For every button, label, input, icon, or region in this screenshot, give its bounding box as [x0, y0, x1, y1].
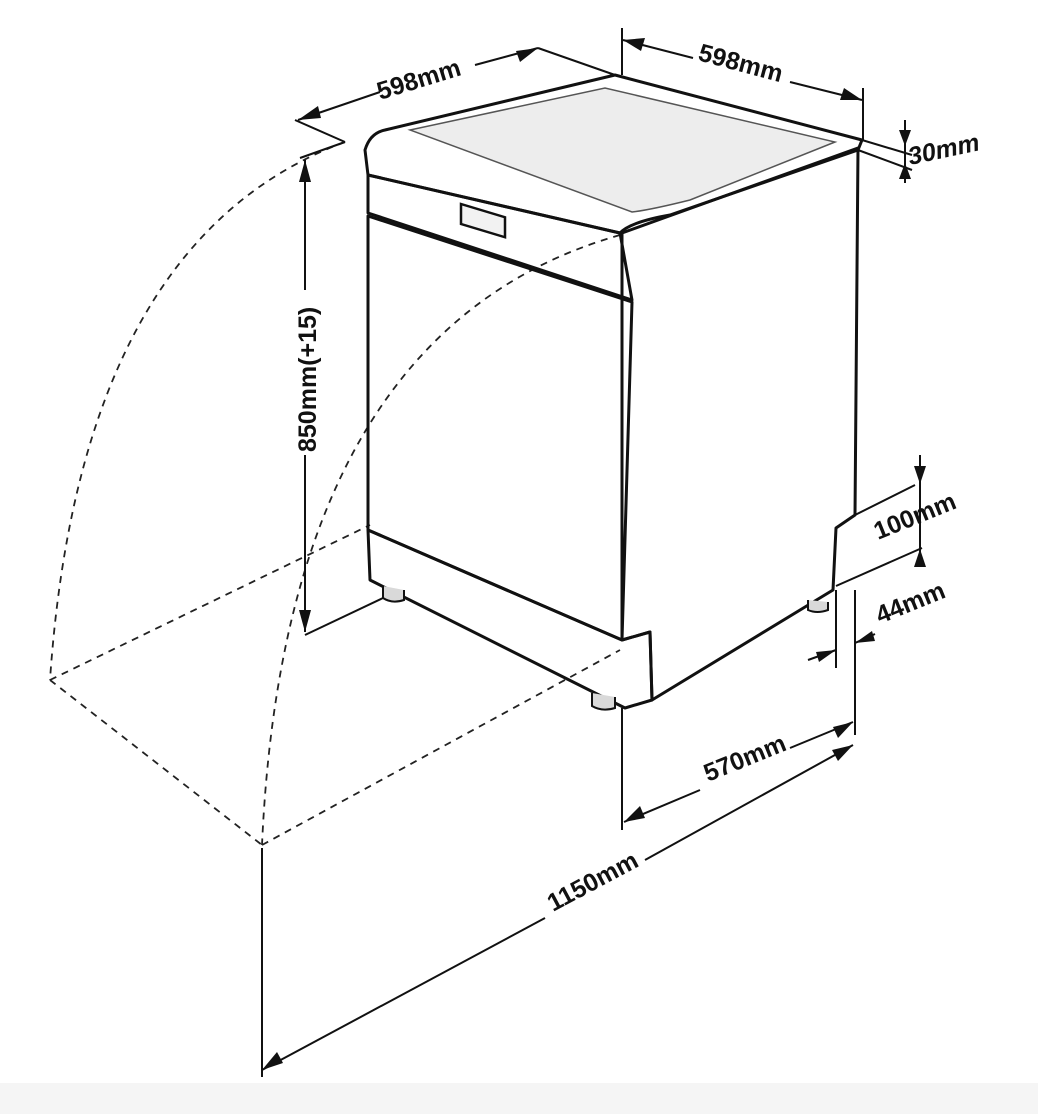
- dishwasher: [363, 73, 864, 711]
- label-plinth-height: 100mm: [870, 487, 960, 545]
- label-worktop-thickness: 30mm: [905, 128, 982, 170]
- front-right-foot: [591, 693, 616, 711]
- control-panel: [366, 173, 634, 302]
- label-top-width: 598mm: [374, 54, 465, 106]
- label-depth: 570mm: [700, 729, 790, 787]
- dishwasher-door: [366, 214, 634, 642]
- dimension-lines: [261, 28, 926, 1077]
- bottom-strip: [0, 1083, 1038, 1114]
- label-plinth-recess: 44mm: [872, 577, 949, 630]
- door-open-outline: [49, 141, 621, 846]
- label-height: 850mm(+15): [294, 307, 322, 452]
- label-depth-door-open: 1150mm: [543, 846, 643, 917]
- label-top-depth: 598mm: [695, 39, 785, 88]
- display-window: [459, 202, 507, 239]
- kickplate: [366, 528, 654, 710]
- side-panel: [620, 146, 860, 702]
- worktop-inset: [407, 87, 838, 213]
- rear-right-foot: [807, 600, 829, 613]
- front-left-foot: [382, 586, 405, 603]
